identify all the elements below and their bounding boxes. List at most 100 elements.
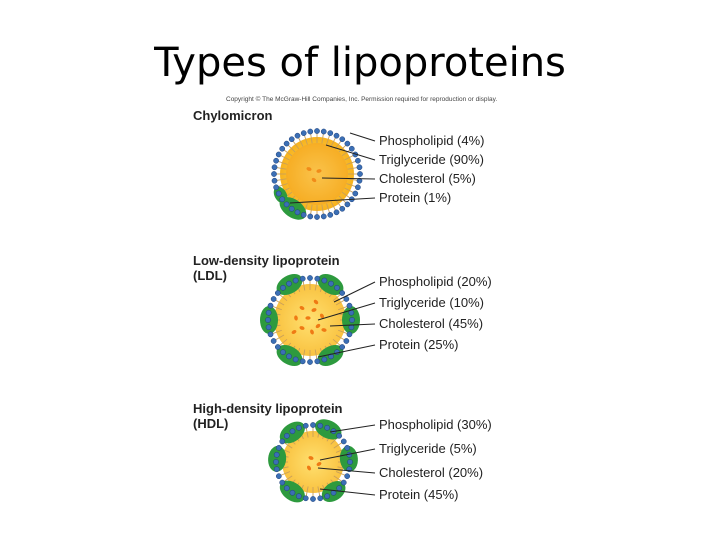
phospholipid-head [283,140,290,147]
phospholipid-head [288,136,295,143]
phospholipid-head [344,140,351,147]
phospholipid-head [302,495,309,502]
ldl-protein-label: Protein (25%) [379,337,459,352]
phospholipid-head [307,213,314,220]
hdl-protein-label: Protein (45%) [379,487,459,502]
phospholipid-head [265,324,272,331]
phospholipid-head [280,284,286,291]
core-molecule [316,461,322,467]
phospholipid-head [356,164,363,171]
leader-line [329,323,376,327]
phospholipid-head [283,201,290,208]
phospholipid-head [339,205,346,212]
phospholipid-head [339,136,346,143]
phospholipid-head [289,428,296,435]
phospholipid-head [355,157,361,164]
phospholipid-head [307,275,313,281]
hdl-heading-line2: (HDL) [193,416,229,431]
phospholipid-head [295,493,302,500]
leader-line [319,448,376,461]
apolipoprotein [268,445,287,472]
phospholipid-head [356,177,363,184]
core-molecule [306,465,312,471]
phospholipid-head [283,432,290,439]
core-molecule [305,316,311,320]
phospholipid-head [336,485,343,492]
core-molecule [311,177,317,183]
hdl-triglyceride-label: Triglyceride (5%) [379,441,477,456]
phospholipid-head [273,184,279,191]
lipid-core [282,431,344,493]
phospholipid-head [327,130,334,136]
chylo-triglyceride-label: Triglyceride (90%) [379,152,484,167]
phospholipid-head [346,302,353,309]
phospholipid-head [333,209,340,216]
phospholipid-head [265,317,271,323]
lipid-core [274,284,346,356]
core-molecule [299,305,305,311]
phospholipid-head [339,344,346,350]
core-molecule [316,169,322,173]
phospholipid-head [279,145,286,152]
ldl-heading: Low-density lipoprotein (LDL) [193,253,340,283]
phospholipid-head [355,184,361,191]
ldl-particle [260,274,360,366]
phospholipid-head [336,432,343,439]
ldl-phospholipid-label: Phospholipid (20%) [379,274,492,289]
phospholipid-head [321,356,328,363]
phospholipid-head [347,459,353,465]
phospholipid-head [273,459,279,465]
chylo-cholesterol-label: Cholesterol (5%) [379,171,476,186]
chylo-phospholipid-label: Phospholipid (4%) [379,133,485,148]
ldl-heading-line2: (LDL) [193,268,227,283]
phospholipid-head [270,338,277,344]
phospholipid-head [279,438,286,445]
phospholipid-head [286,280,292,287]
core-molecule [308,456,314,460]
phospholipid-head [271,171,277,177]
phospholipid-head [294,132,301,139]
phospholipid-head [273,451,280,458]
phospholipid-head [292,356,299,363]
hdl-heading-line1: High-density lipoprotein [193,401,343,416]
phospholipid-head [300,130,307,136]
phospholipid-head [280,349,286,356]
slide-title: Types of lipoproteins [154,40,566,86]
core-molecule [306,167,312,171]
phospholipid-head [344,201,351,208]
phospholipid-head [279,196,286,203]
phospholipid-head [286,353,292,360]
phospholipid-head [275,190,282,197]
core-molecule [311,308,317,312]
phospholipid-head [348,145,355,152]
apolipoprotein [339,445,358,472]
core-molecule [319,313,325,319]
leader-lines [289,132,376,496]
phospholipid-head [273,157,279,164]
phospholipid-head [344,473,351,480]
phospholipid-head [349,317,355,323]
phospholipid-head [273,466,280,473]
phospholipid-head [295,424,302,431]
ldl-heading-line1: Low-density lipoprotein [193,253,340,268]
phospholipid-head [346,331,353,338]
lipid-core [280,137,354,211]
phospholipid-head [314,128,320,134]
phospholipid-head [288,205,295,212]
hdl-particle [268,419,358,503]
phospholipid-head [275,444,282,451]
ldl-cholesterol-label: Cholesterol (45%) [379,316,484,331]
phospholipid-head [279,479,286,486]
phospholipid-head [320,213,327,220]
phospholipid-head [324,424,331,431]
core-molecule [310,329,314,335]
leader-line [325,144,376,161]
core-molecule [321,328,327,332]
phospholipid-head [271,164,278,171]
phospholipid-head [274,344,281,350]
phospholipid-head [271,177,278,184]
core-molecule [294,315,298,321]
leader-line [317,467,376,474]
phospholipid-head [310,422,316,428]
